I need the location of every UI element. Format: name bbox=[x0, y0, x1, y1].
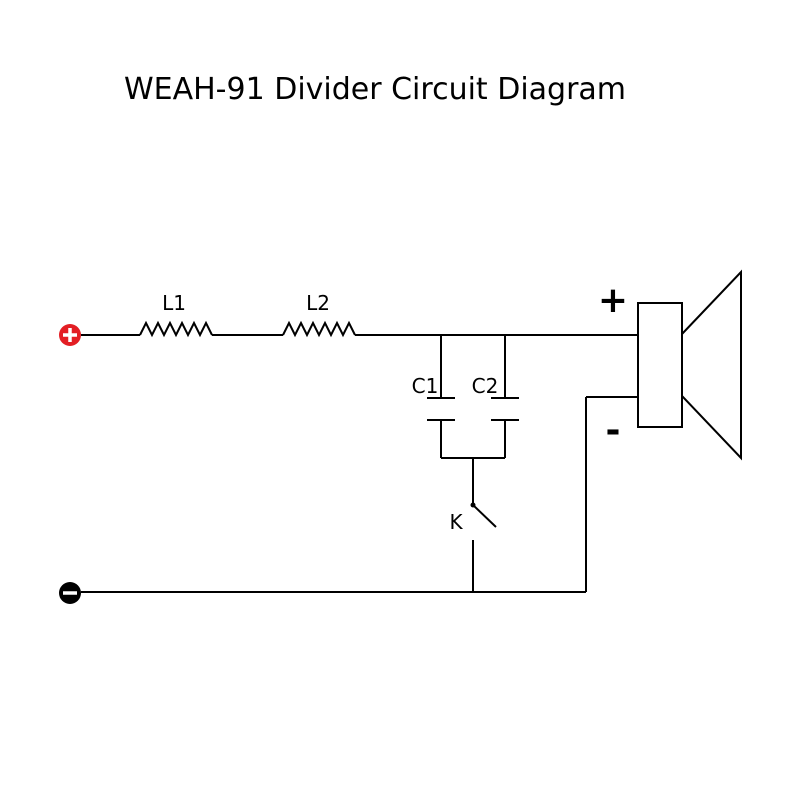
inductor-l1-label: L1 bbox=[162, 291, 186, 315]
capacitor-c1-label: C1 bbox=[412, 374, 439, 398]
capacitor-c2-label: C2 bbox=[472, 374, 499, 398]
inductor-l1 bbox=[139, 320, 213, 338]
positive-terminal-icon bbox=[59, 324, 81, 346]
speaker-minus-label: - bbox=[606, 410, 621, 451]
switch-k bbox=[470, 502, 497, 528]
capacitor-c2 bbox=[491, 397, 519, 421]
speaker-plus-label: + bbox=[598, 280, 628, 321]
switch-k-label: K bbox=[449, 510, 463, 534]
diagram-title: WEAH-91 Divider Circuit Diagram bbox=[123, 72, 627, 107]
speaker-icon bbox=[637, 269, 742, 461]
inductor-l2-label: L2 bbox=[306, 291, 330, 315]
negative-terminal-icon bbox=[59, 582, 81, 604]
inductor-l2 bbox=[282, 320, 356, 338]
capacitor-c1 bbox=[427, 397, 455, 421]
